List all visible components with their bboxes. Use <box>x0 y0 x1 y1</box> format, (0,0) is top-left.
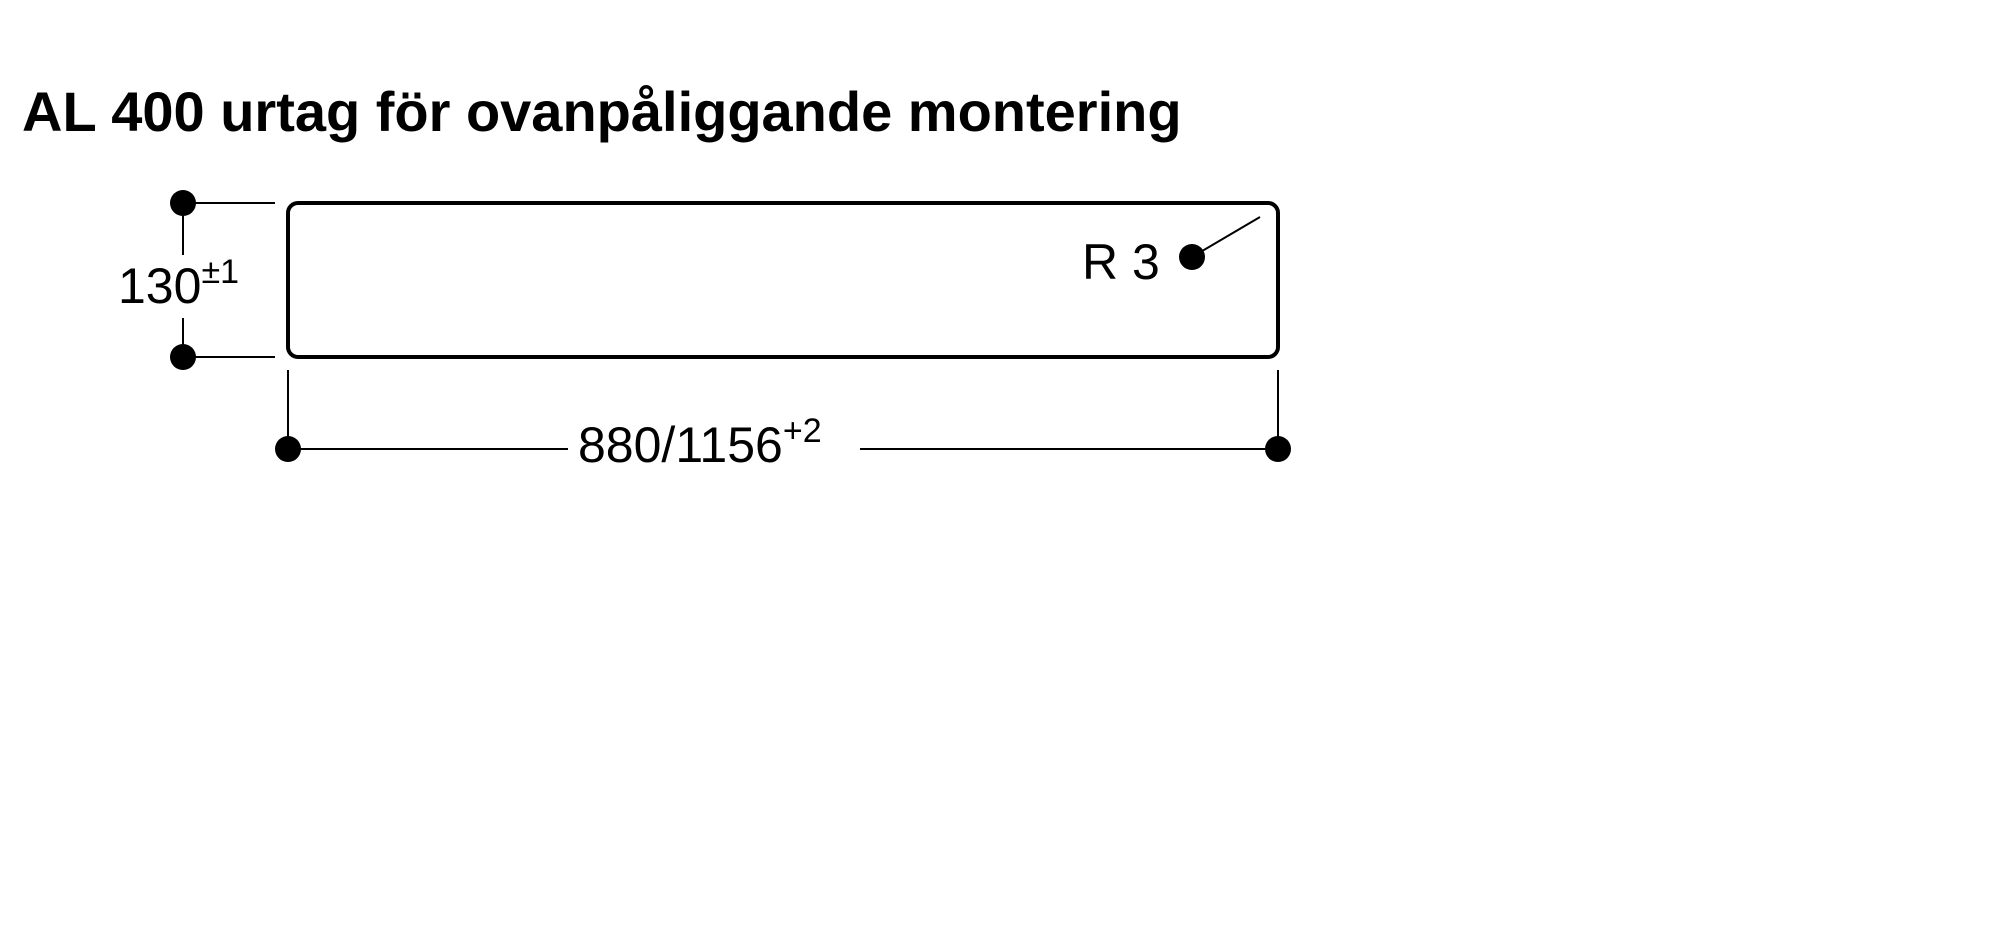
width-tolerance: +2 <box>783 412 822 450</box>
radius-callout: R 3 <box>1082 216 1261 290</box>
cutout-outline <box>286 201 1280 359</box>
height-value: 130 <box>118 258 201 314</box>
width-dimension: 880/1156+2 <box>275 370 1291 473</box>
height-tolerance: ±1 <box>201 253 239 291</box>
diagram-title: AL 400 urtag för ovanpåliggande monterin… <box>22 80 1182 143</box>
width-value: 880/1156 <box>578 417 783 473</box>
radius-label: R 3 <box>1082 234 1160 290</box>
height-dimension-label: 130±1 <box>118 253 239 314</box>
width-dimension-label: 880/1156+2 <box>578 412 822 473</box>
radius-leader-line <box>1191 216 1261 258</box>
height-dimension: 130±1 <box>118 190 275 370</box>
